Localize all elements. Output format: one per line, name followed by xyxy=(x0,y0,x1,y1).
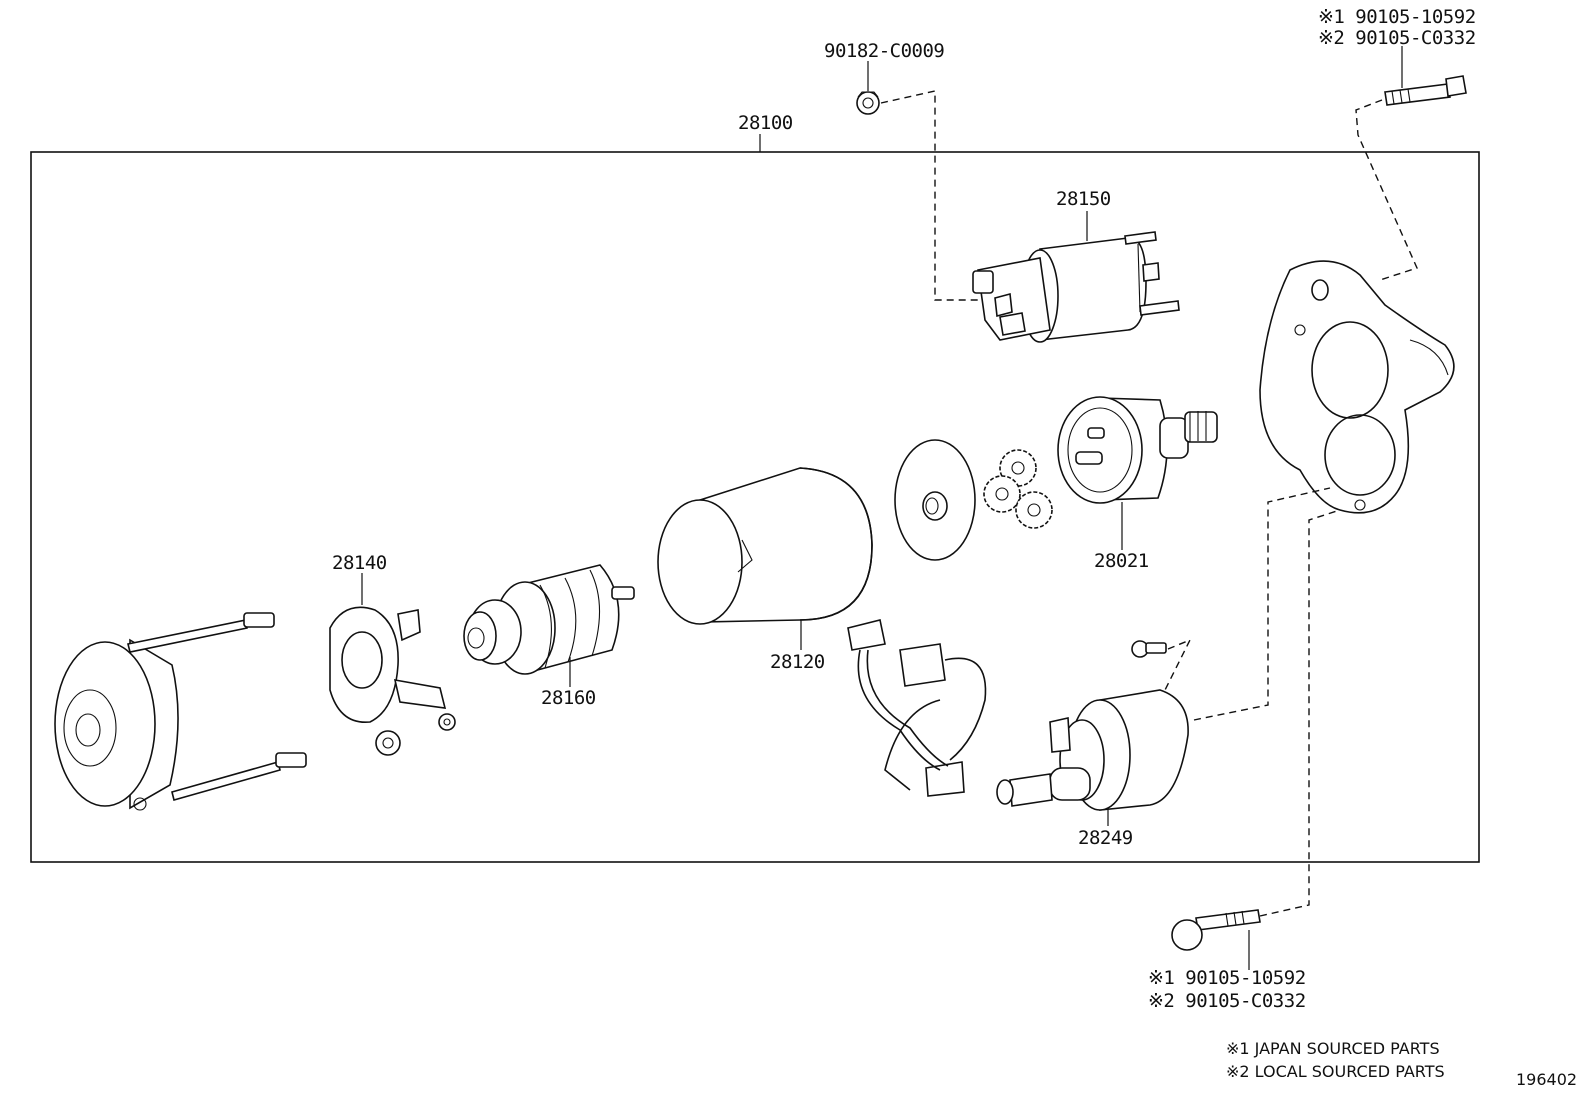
end-frame-icon[interactable] xyxy=(54,638,179,811)
figure-id: 196402 xyxy=(1516,1070,1578,1089)
nut-90182-icon[interactable] xyxy=(856,91,880,115)
legend-note-japan: ※1 JAPAN SOURCED PARTS xyxy=(1226,1039,1440,1058)
starter-housing-28249-icon[interactable] xyxy=(996,689,1189,811)
label-bolt-top-line2[interactable]: ※2 90105-C0332 xyxy=(1318,27,1476,49)
bolt-top-icon[interactable] xyxy=(1384,75,1467,106)
wire-harness-icon[interactable] xyxy=(847,619,987,797)
label-solenoid-28150[interactable]: 28150 xyxy=(1056,188,1111,210)
label-bolt-bottom-line1[interactable]: ※1 90105-10592 xyxy=(1148,967,1306,989)
planetary-gears-icon[interactable] xyxy=(983,449,1053,529)
plate-washer-icon[interactable] xyxy=(894,439,976,561)
label-bolt-bottom-line2[interactable]: ※2 90105-C0332 xyxy=(1148,990,1306,1012)
brush-holder-28140-icon[interactable] xyxy=(329,606,456,756)
label-housing-28249[interactable]: 28249 xyxy=(1078,827,1133,849)
label-yoke-28120[interactable]: 28120 xyxy=(770,651,825,673)
label-bolt-top-line1[interactable]: ※1 90105-10592 xyxy=(1318,6,1476,28)
armature-28160-icon[interactable] xyxy=(463,564,635,675)
yoke-28120-icon[interactable] xyxy=(657,467,873,625)
small-bolt-icon[interactable] xyxy=(1131,640,1167,658)
through-bolts-icon[interactable] xyxy=(127,612,307,801)
legend-note-local: ※2 LOCAL SOURCED PARTS xyxy=(1226,1062,1445,1081)
label-clutch-28021[interactable]: 28021 xyxy=(1094,550,1149,572)
label-nut-90182[interactable]: 90182-C0009 xyxy=(824,40,945,62)
label-assembly-28100[interactable]: 28100 xyxy=(738,112,793,134)
assembly-frame xyxy=(30,151,1480,863)
bolt-bottom-icon[interactable] xyxy=(1171,909,1261,951)
label-armature-28160[interactable]: 28160 xyxy=(541,687,596,709)
solenoid-switch-28150-icon[interactable] xyxy=(972,231,1180,343)
clutch-assembly-28021-icon[interactable] xyxy=(1057,396,1218,504)
drive-housing-icon[interactable] xyxy=(1259,260,1455,514)
label-brush-holder-28140[interactable]: 28140 xyxy=(332,552,387,574)
